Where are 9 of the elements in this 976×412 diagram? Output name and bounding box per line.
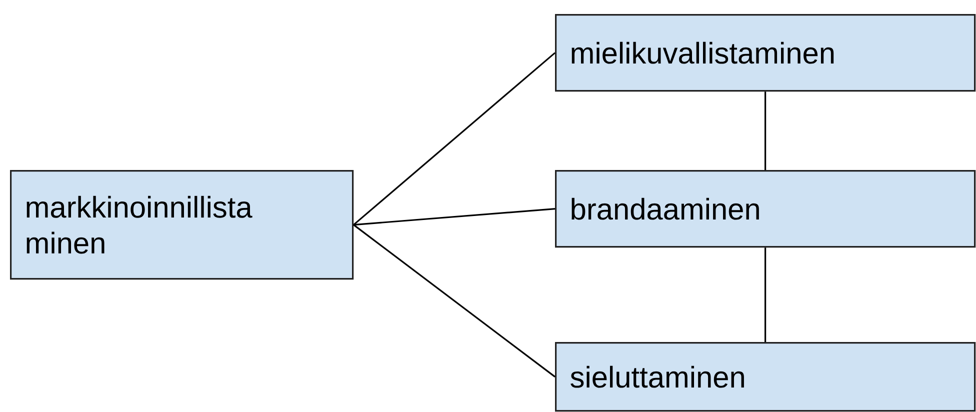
process-box: markkinoinnillista minen xyxy=(10,170,354,280)
connector-line xyxy=(354,208,556,226)
connector-line xyxy=(764,92,766,170)
connector-line xyxy=(353,224,556,378)
process-box: brandaaminen xyxy=(555,170,976,248)
connector-line xyxy=(764,248,766,342)
connector-line xyxy=(353,52,556,226)
process-box: sieluttaminen xyxy=(555,342,976,412)
process-box: mielikuvallistaminen xyxy=(555,14,976,92)
